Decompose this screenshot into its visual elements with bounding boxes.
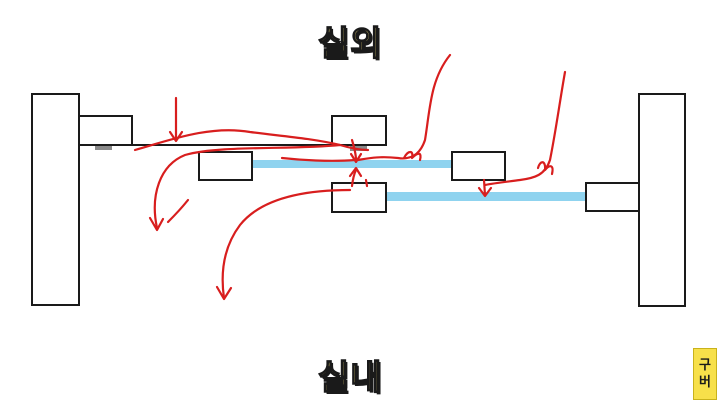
right-wall-post — [638, 93, 686, 307]
seal-strip-left — [95, 146, 112, 150]
outer-frame-block-left — [78, 115, 133, 146]
outdoor-label: 실외 — [317, 23, 383, 65]
badge-char-1: 구 — [699, 358, 711, 373]
sash-block-upper-left — [198, 151, 253, 181]
sash-block-lower-left — [331, 182, 387, 213]
sash-block-lower-right — [585, 182, 640, 212]
sash-block-upper-right — [451, 151, 506, 181]
badge-char-2: 버 — [699, 375, 711, 390]
glass-pane-upper — [252, 160, 452, 168]
channel-badge[interactable]: 구 버 — [693, 348, 717, 400]
airflow-arrows — [133, 53, 567, 301]
indoor-label: 실내 — [317, 357, 383, 399]
outer-frame-block-mid — [331, 115, 387, 146]
left-wall-post — [31, 93, 80, 306]
